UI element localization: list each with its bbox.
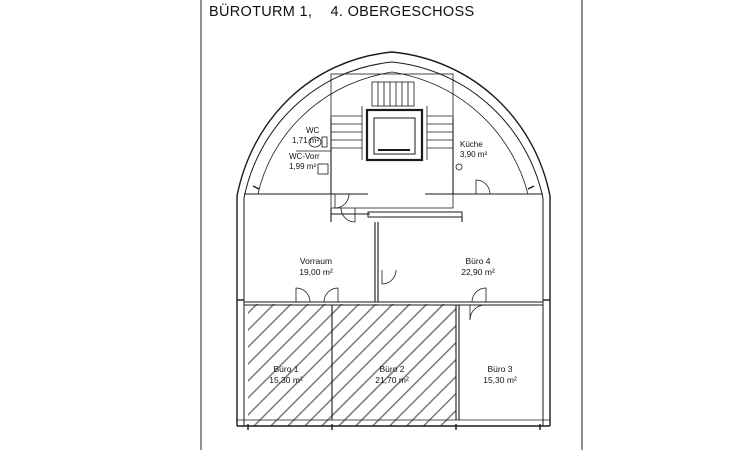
buero2-name: Büro 2 [379, 364, 405, 374]
kueche-area: 3,90 m² [460, 150, 488, 159]
room-label-buero3: Büro 3 15,30 m² [483, 364, 517, 386]
plan-title: BÜROTURM 1, 4. OBERGESCHOSS [209, 4, 488, 20]
wc-vorr-name: WC-Vorr [289, 152, 320, 161]
buero1-area: 15,30 m² [269, 375, 303, 385]
wc-name: WC [306, 126, 320, 135]
door-swing-icon [295, 179, 491, 321]
room-label-wc: WC 1,71 m² [292, 126, 320, 146]
room-label-buero2: Büro 2 21,70 m² [375, 364, 409, 386]
kueche-name: Küche [460, 140, 483, 149]
facade-ticks [237, 185, 550, 430]
room-label-buero4: Büro 4 22,90 m² [461, 256, 495, 278]
buero2-area: 21,70 m² [375, 375, 409, 385]
elevator-icon [365, 108, 424, 162]
buero1-name: Büro 1 [273, 364, 299, 374]
vorraum-area: 19,00 m² [299, 267, 333, 277]
buero4-name: Büro 4 [465, 256, 491, 266]
wc-vorr-area: 1,99 m² [289, 162, 317, 171]
buero3-area: 15,30 m² [483, 375, 517, 385]
room-label-kueche: Küche 3,90 m² [460, 140, 487, 160]
interior-walls [244, 118, 543, 420]
building-name: BÜROTURM 1, [209, 4, 313, 20]
toilet-icon [296, 136, 331, 152]
buero3-name: Büro 3 [487, 364, 513, 374]
room-label-buero1: Büro 1 15,30 m² [269, 364, 303, 386]
staircase-icon [330, 73, 454, 209]
sink-icon [317, 163, 463, 175]
room-label-wc-vorr: WC-Vorr 1,99 m² [289, 152, 320, 172]
floor-name: 4. OBERGESCHOSS [330, 4, 475, 20]
outer-wall [236, 51, 551, 427]
vorraum-name: Vorraum [299, 256, 333, 266]
buero4-area: 22,90 m² [461, 267, 495, 277]
wc-area: 1,71 m² [292, 136, 320, 145]
buero2-hatch [332, 304, 456, 426]
buero1-hatch [248, 304, 332, 426]
room-label-vorraum: Vorraum 19,00 m² [299, 256, 333, 278]
